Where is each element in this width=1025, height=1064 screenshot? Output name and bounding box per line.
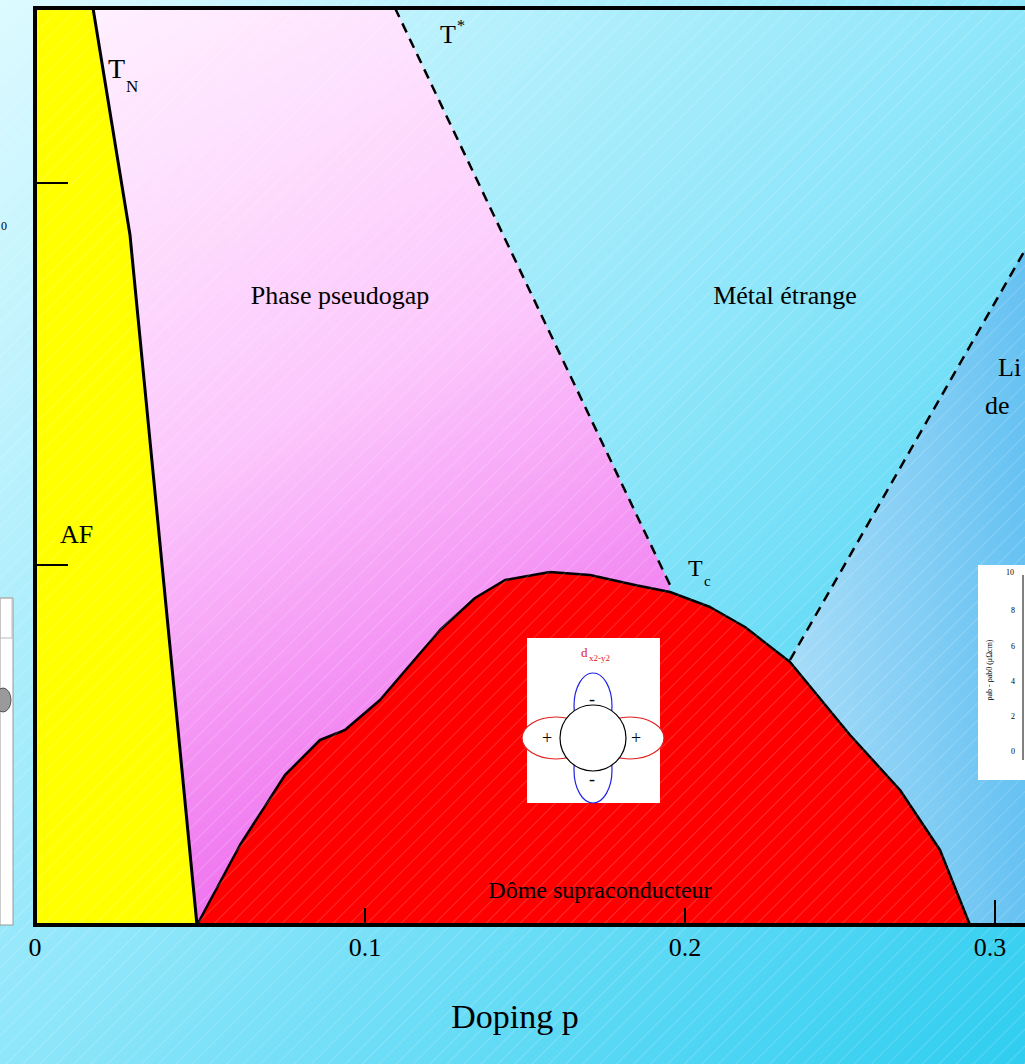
- region-label: Phase pseudogap: [251, 283, 429, 309]
- subscript: c: [704, 574, 711, 589]
- axis-title: ρab - ρab0 (μΩcm): [986, 639, 994, 700]
- tick-label: 6: [1011, 643, 1015, 651]
- region-label: Dôme supraconducteur: [488, 878, 711, 902]
- region-label: Métal étrange: [713, 283, 857, 309]
- region-label: AF: [60, 522, 93, 548]
- top-frame: [33, 6, 1025, 10]
- x-axis: [33, 923, 1025, 927]
- tick-label: 10: [1006, 569, 1014, 577]
- inset-axis: [1023, 575, 1024, 760]
- y-axis: [33, 6, 37, 927]
- phase-line-label: T: [108, 55, 125, 83]
- orbital-inset: dx2-y2 - + + -: [527, 638, 660, 803]
- tick-label: 0.2: [669, 935, 702, 961]
- orbital-core: [560, 705, 626, 771]
- superscript: *: [457, 18, 465, 34]
- region-label: Li: [998, 355, 1021, 381]
- resistivity-inset: [978, 565, 1025, 780]
- sign: -: [589, 690, 595, 708]
- neel-line: [93, 8, 197, 925]
- pseudogap-line: [395, 8, 670, 585]
- axis-title: Doping p: [451, 1000, 579, 1034]
- y-tick: [35, 182, 68, 184]
- sign: -: [589, 770, 595, 788]
- tick-label: 4: [1011, 678, 1015, 686]
- x-tick: [684, 908, 686, 925]
- x-tick: [994, 900, 996, 925]
- orbital-subscript: x2-y2: [589, 654, 610, 663]
- sign: +: [631, 729, 641, 747]
- x-tick: [364, 908, 366, 925]
- left-inset-shape: [0, 688, 11, 712]
- tick-label: 0.1: [349, 935, 382, 961]
- tick-label: 0: [29, 935, 42, 961]
- y-tick: [35, 564, 68, 566]
- left-inset-fragment: [0, 598, 13, 925]
- phase-line-label: T: [440, 22, 456, 48]
- resistivity-inset: 10 8 6 4 2 0 ρab - ρab0 (μΩcm): [978, 565, 1025, 780]
- subscript: N: [126, 78, 138, 95]
- tick-label: 2: [1011, 713, 1015, 721]
- orbital-name: d: [581, 646, 588, 659]
- tick-label: 8: [1011, 607, 1015, 615]
- tick-label: 0: [1011, 748, 1015, 756]
- phase-line-label: T: [688, 556, 703, 580]
- tick-label: 0.3: [974, 935, 1007, 961]
- left-inset-box: [0, 598, 12, 638]
- region-label: de: [985, 393, 1010, 419]
- sign: +: [542, 729, 552, 747]
- tick-label: 0: [1, 220, 7, 232]
